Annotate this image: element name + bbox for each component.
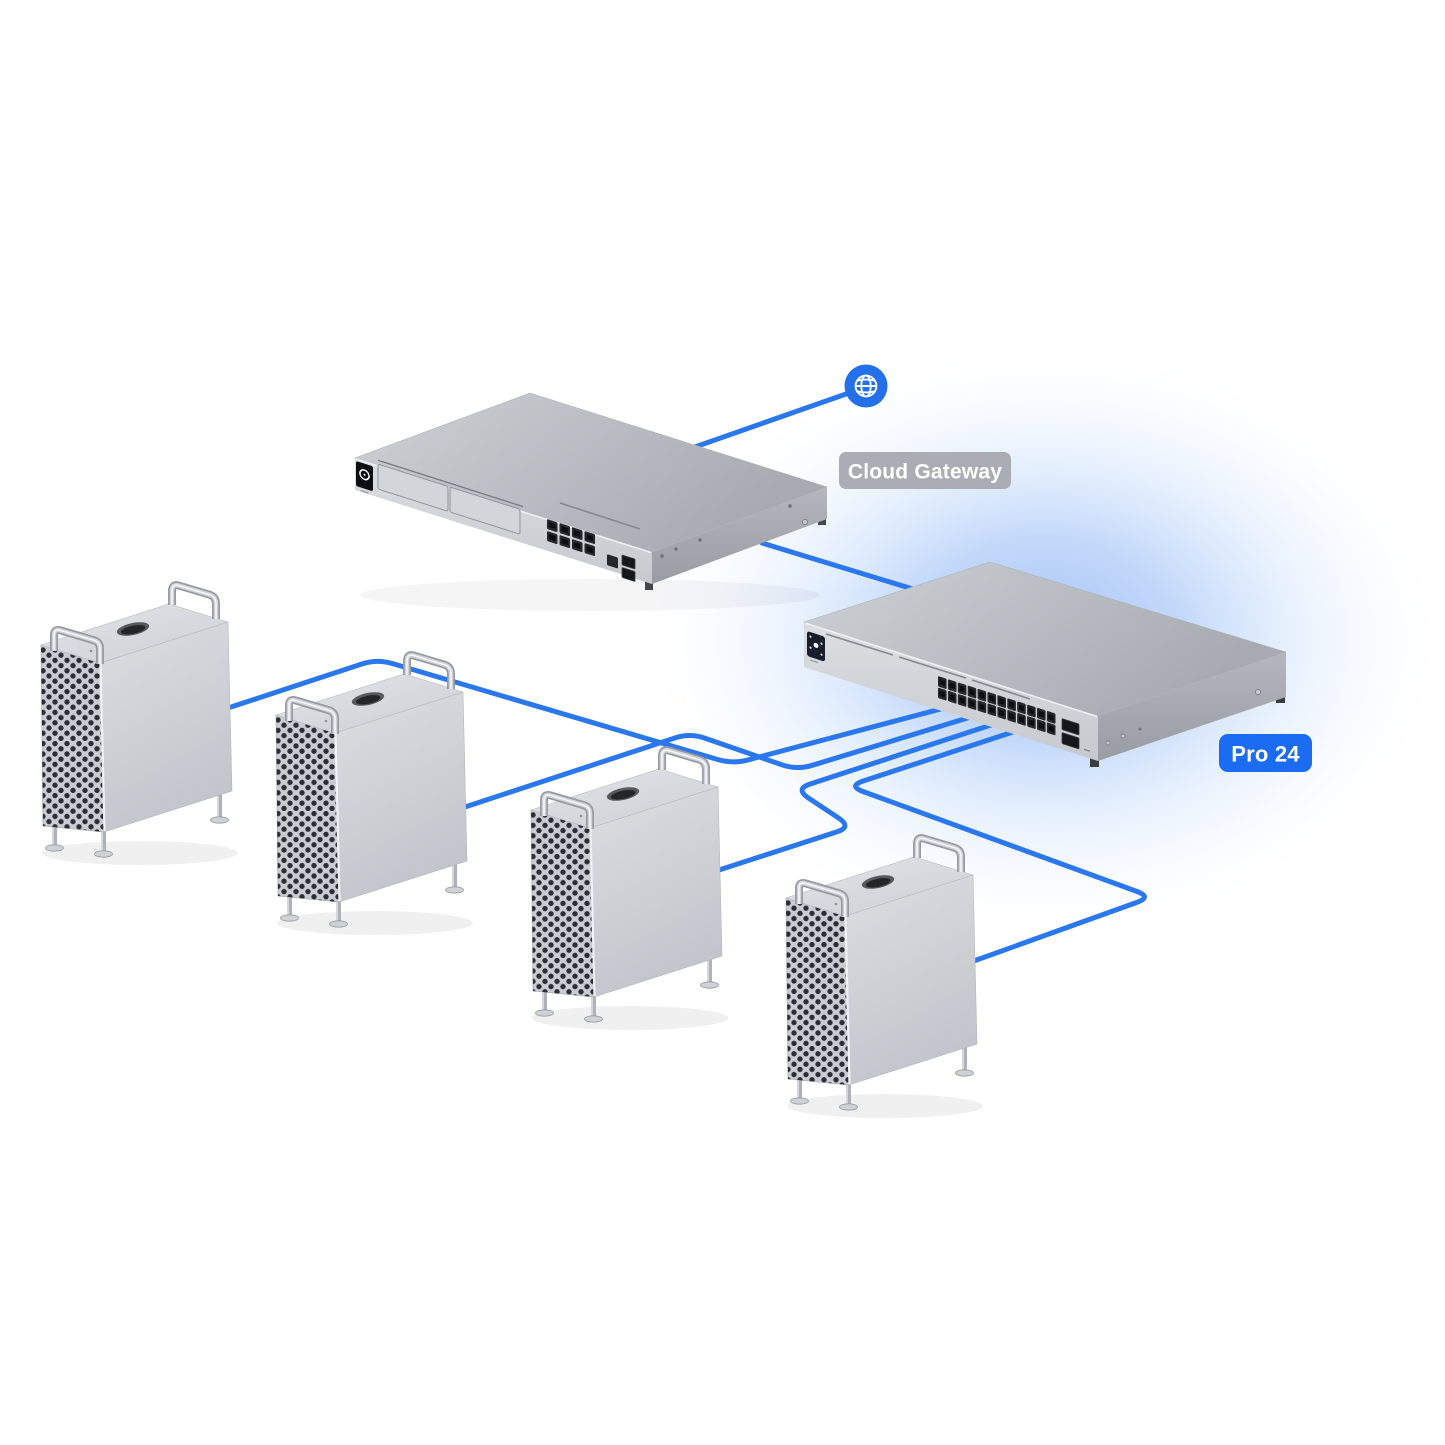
pro24-switch-device[interactable]	[803, 561, 1287, 767]
cable-switch-to-tower-4	[853, 728, 1147, 965]
cable-gateway-to-internet	[689, 384, 869, 451]
pro24-label-text: Pro 24	[1231, 742, 1300, 767]
gateway-right-face	[652, 487, 827, 584]
pro24-badge	[1219, 734, 1312, 772]
cable-switch-to-tower-3	[713, 721, 997, 874]
switch-front-edge	[804, 622, 1098, 718]
cloud-gateway-label-text: Cloud Gateway	[848, 461, 1002, 484]
switch-screen	[807, 631, 825, 664]
switch-top-face	[803, 561, 1287, 717]
gateway-port-grid	[547, 519, 595, 556]
cable-switch-to-tower-2	[459, 713, 977, 811]
gateway-screen	[356, 461, 373, 494]
switch-foot	[1090, 758, 1099, 767]
cloud-gateway-label[interactable]: Cloud Gateway	[839, 452, 1011, 489]
switch-right-face	[1098, 652, 1286, 761]
gateway-foot	[645, 581, 653, 590]
pro24-label[interactable]: Pro 24	[1219, 734, 1312, 772]
gateway-screws	[660, 504, 809, 558]
pro24-port-grid	[938, 676, 1056, 736]
globe-glyph	[854, 374, 878, 398]
switch-front-face	[804, 622, 1098, 761]
internet-globe-icon[interactable]	[844, 364, 888, 408]
gateway-top-face	[354, 392, 828, 553]
gateway-drive-bays	[377, 459, 523, 535]
switch-top-vent-slits	[825, 633, 1031, 700]
cloud-gateway-badge	[839, 452, 1011, 489]
cable-switch-to-tower-1	[225, 658, 955, 765]
cable-gateway-to-switch	[759, 540, 919, 593]
cloud-gateway-device[interactable]	[354, 392, 828, 611]
gateway-uplink-ports	[607, 554, 636, 582]
pro24-sfp-ports	[1061, 718, 1090, 752]
cables	[225, 384, 1147, 965]
gateway-top-vent-slit	[559, 502, 641, 530]
switch-screws	[1105, 688, 1262, 746]
gateway-shadow	[360, 579, 820, 611]
